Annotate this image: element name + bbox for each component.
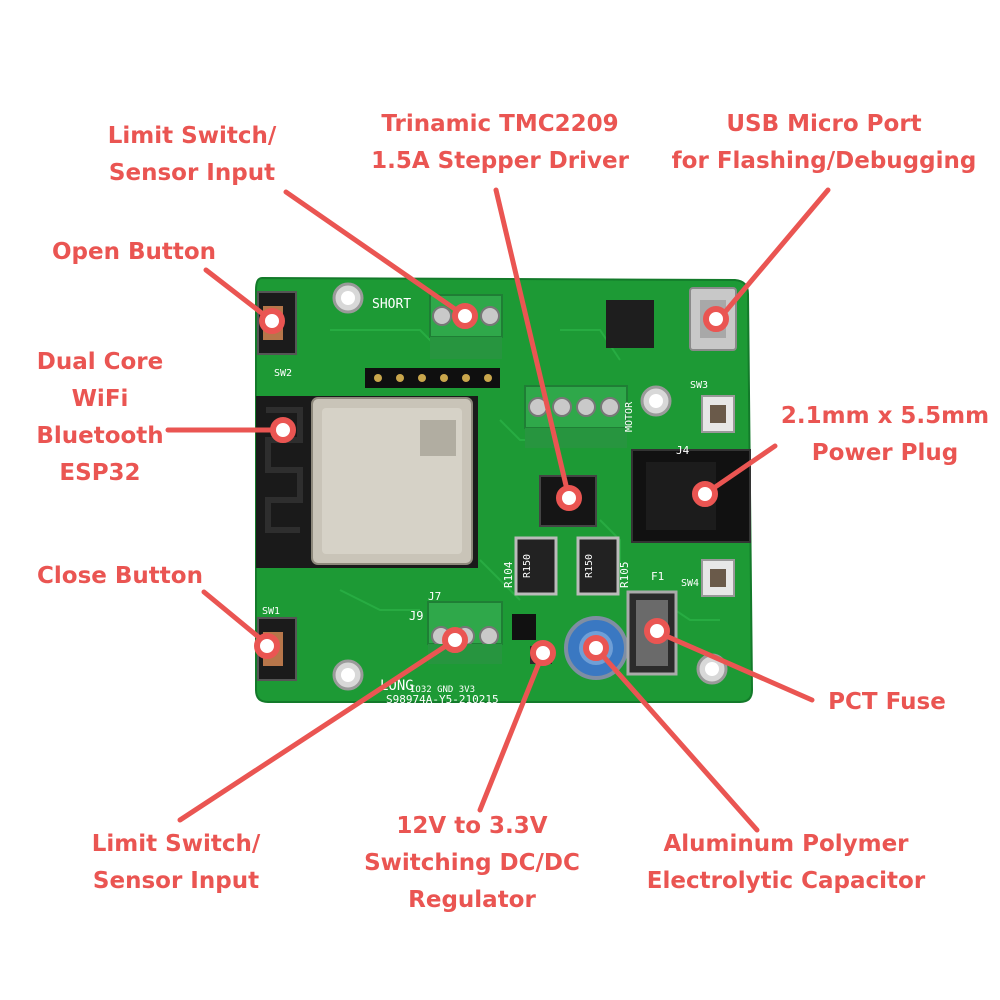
terminal-block-motor <box>524 385 628 448</box>
silk-short: SHORT <box>372 297 411 312</box>
silk-sw3: SW3 <box>690 380 708 391</box>
leader-regulator <box>477 650 546 813</box>
callout-markers <box>254 303 729 666</box>
usb-controller-chip <box>606 300 654 348</box>
pin-header <box>365 368 500 388</box>
label-capacitor-line2: Electrolytic Capacitor <box>646 868 926 894</box>
leader-close-button <box>201 589 270 647</box>
label-limit-switch-bottom: Limit Switch/ Sensor Input <box>76 826 276 900</box>
label-limit-switch-top-line1: Limit Switch/ <box>107 123 277 149</box>
silk-sw2: SW2 <box>274 368 292 379</box>
marker-open-button <box>259 308 285 334</box>
label-stepper-driver-line2: 1.5A Stepper Driver <box>371 148 629 174</box>
silk-j7: J7 <box>428 590 441 603</box>
label-close-button-text: Close Button <box>37 563 203 589</box>
silk-r104: R104 <box>502 561 515 588</box>
label-limit-switch-top-line2: Sensor Input <box>108 160 276 186</box>
silk-sw1: SW1 <box>262 606 280 617</box>
esp32-module <box>256 396 478 568</box>
label-esp32: Dual Core WiFi Bluetooth ESP32 <box>20 344 180 492</box>
leader-power-plug <box>702 443 778 497</box>
label-pct-fuse-text: PCT Fuse <box>828 689 946 715</box>
leader-limit-switch-top <box>283 189 468 319</box>
marker-limit-switch-bottom <box>442 627 468 653</box>
mounting-holes <box>332 282 728 691</box>
label-power-plug-line1: 2.1mm x 5.5mm <box>780 403 990 429</box>
leader-pct-fuse <box>654 629 815 703</box>
marker-capacitor <box>583 635 609 661</box>
label-usb-port-line1: USB Micro Port <box>726 111 922 137</box>
marker-esp32 <box>270 417 296 443</box>
label-regulator-line1: 12V to 3.3V <box>396 813 548 839</box>
marker-usb-port <box>703 306 729 332</box>
leader-limit-switch-bottom <box>177 637 458 823</box>
callout-lines <box>165 187 831 833</box>
tactile-button-sw3 <box>701 395 735 433</box>
silk-sw4: SW4 <box>681 578 699 589</box>
label-esp32-line4: ESP32 <box>59 460 141 486</box>
silkscreen: SHORT LONG IO32 GND 3V3 S98974A-Y5-21021… <box>262 297 708 706</box>
leader-usb-port <box>717 187 831 321</box>
label-esp32-line3: Bluetooth <box>36 423 164 449</box>
marker-stepper-driver <box>556 485 582 511</box>
silk-f1: F1 <box>651 570 664 583</box>
power-jack <box>631 449 751 543</box>
label-regulator-line3: Regulator <box>408 887 536 913</box>
label-limit-switch-top: Limit Switch/ Sensor Input <box>92 118 292 192</box>
marker-close-button <box>254 633 280 659</box>
marker-pct-fuse <box>644 618 670 644</box>
silk-r105: R105 <box>618 562 631 589</box>
tactile-button-sw4 <box>701 559 735 597</box>
label-regulator: 12V to 3.3V Switching DC/DC Regulator <box>352 808 592 919</box>
label-stepper-driver: Trinamic TMC2209 1.5A Stepper Driver <box>362 106 638 180</box>
label-stepper-driver-line1: Trinamic TMC2209 <box>381 111 619 137</box>
sense-resistors <box>514 536 620 596</box>
label-esp32-line2: WiFi <box>71 386 129 412</box>
label-capacitor: Aluminum Polymer Electrolytic Capacitor <box>636 826 936 900</box>
silk-r150-b: R150 <box>584 554 595 578</box>
leader-open-button <box>203 267 275 324</box>
silk-pins-j9: IO32 GND 3V3 <box>410 685 475 695</box>
silk-j9: J9 <box>409 609 423 623</box>
label-power-plug: 2.1mm x 5.5mm Power Plug <box>770 398 1000 472</box>
label-capacitor-line1: Aluminum Polymer <box>663 831 909 857</box>
label-esp32-line1: Dual Core <box>36 349 164 375</box>
label-open-button-text: Open Button <box>51 239 217 265</box>
label-open-button: Open Button <box>34 234 234 271</box>
silk-j4: J4 <box>676 444 690 457</box>
label-pct-fuse: PCT Fuse <box>812 684 962 721</box>
silk-board-id: S98974A-Y5-210215 <box>386 693 499 706</box>
marker-power-plug <box>692 481 718 507</box>
marker-limit-switch-top <box>452 303 478 329</box>
silk-motor: MOTOR <box>624 401 635 432</box>
leader-stepper-driver <box>493 187 572 501</box>
label-usb-port-line2: for Flashing/Debugging <box>671 148 977 174</box>
marker-regulator <box>530 640 556 666</box>
label-power-plug-line2: Power Plug <box>811 440 959 466</box>
label-usb-port: USB Micro Port for Flashing/Debugging <box>654 106 994 180</box>
label-limit-switch-bottom-line1: Limit Switch/ <box>91 831 261 857</box>
label-regulator-line2: Switching DC/DC <box>364 850 580 876</box>
label-close-button: Close Button <box>20 558 220 595</box>
label-limit-switch-bottom-line2: Sensor Input <box>92 868 260 894</box>
leader-capacitor <box>593 645 760 833</box>
silk-r150-a: R150 <box>522 554 533 578</box>
